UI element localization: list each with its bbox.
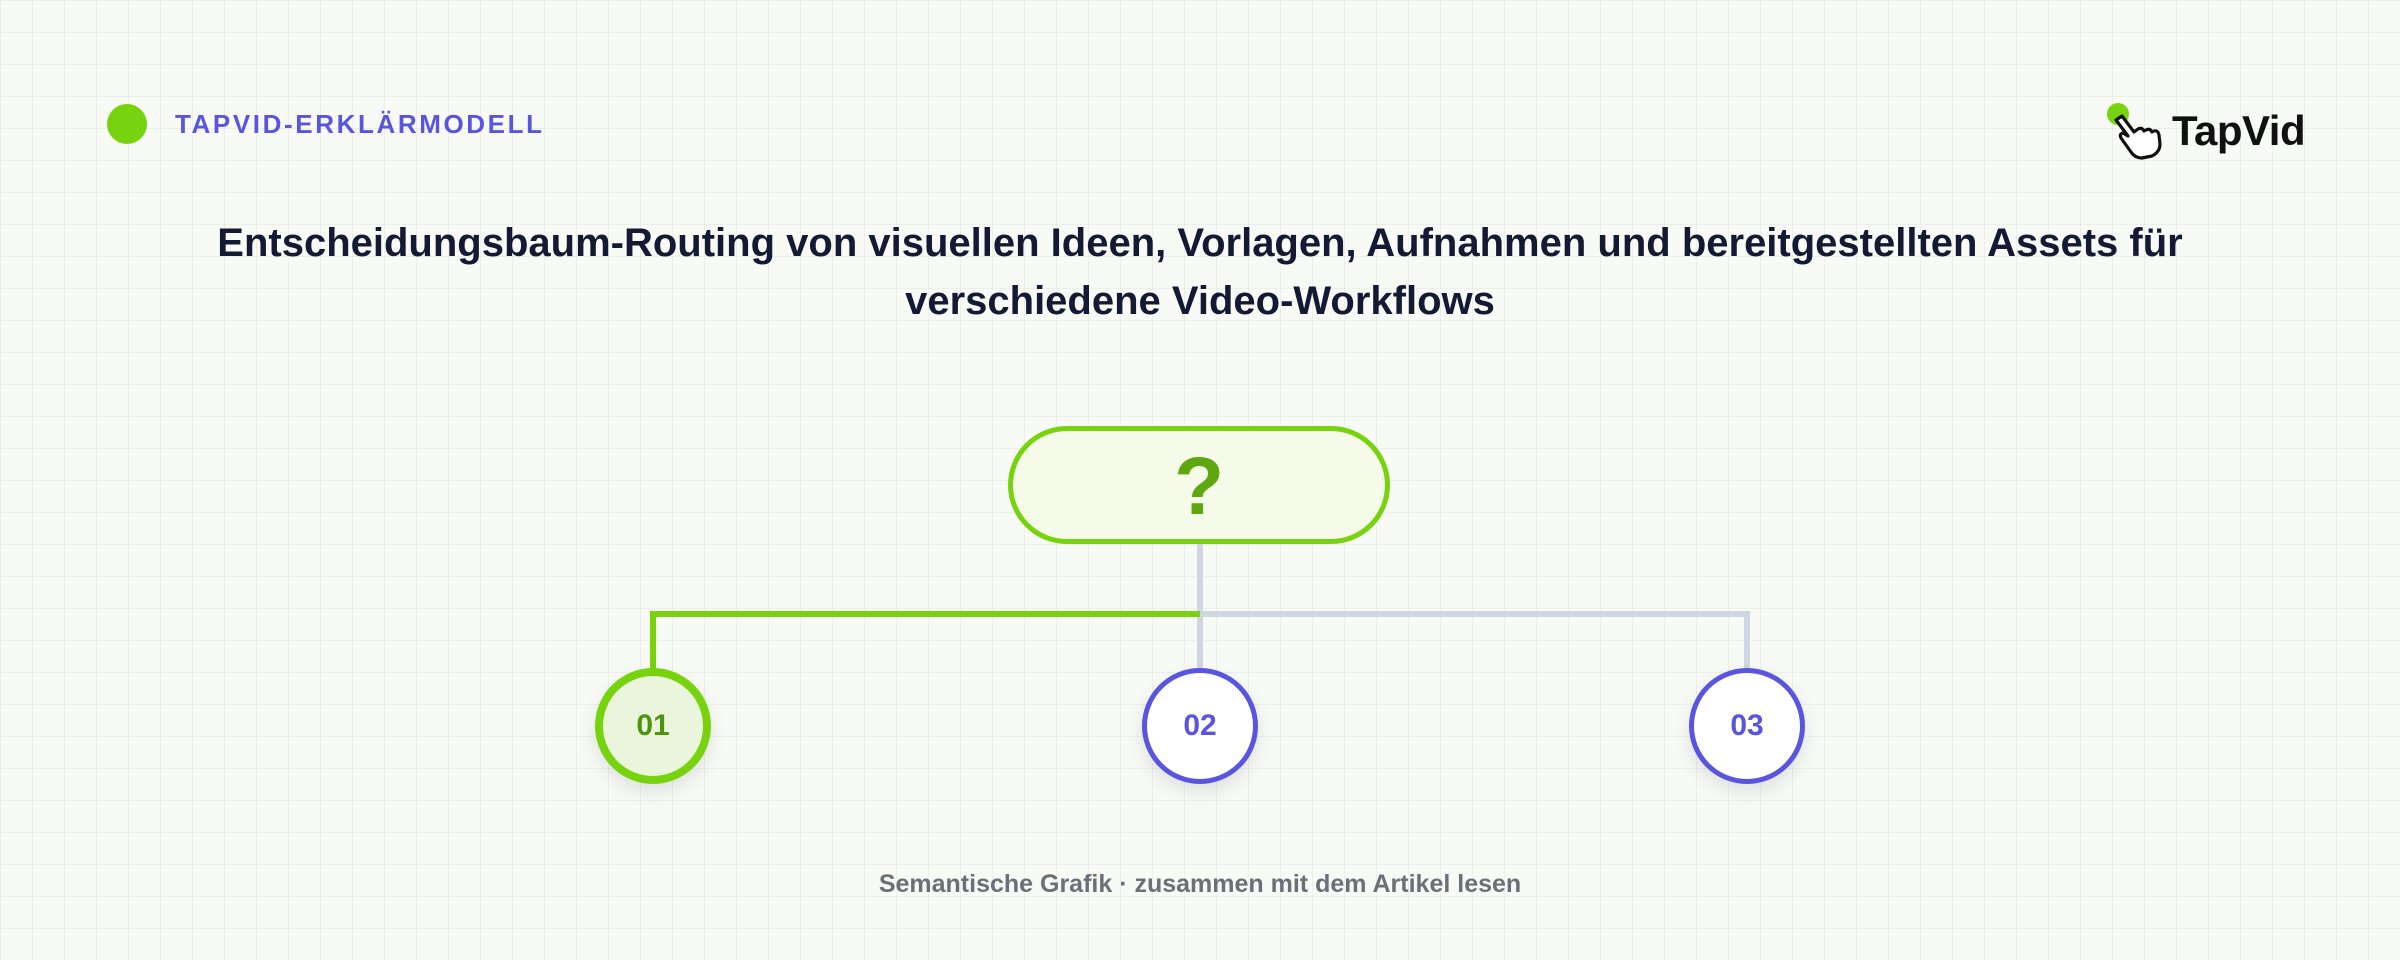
decision-root-node[interactable]: ? bbox=[1008, 426, 1390, 544]
tag-dot-icon bbox=[107, 104, 147, 144]
leaf-node-03[interactable]: 03 bbox=[1689, 668, 1805, 784]
page-title: Entscheidungsbaum-Routing von visuellen … bbox=[217, 221, 2183, 323]
active-branch-connector bbox=[650, 611, 1200, 672]
leaf-label: 03 bbox=[1730, 709, 1764, 742]
brand-logo[interactable]: TapVid bbox=[2104, 100, 2306, 162]
inactive-branch-connector bbox=[1197, 544, 1750, 670]
leaf-label: 02 bbox=[1183, 709, 1217, 742]
question-mark-icon: ? bbox=[1173, 441, 1225, 532]
header-tag-label: TAPVID-ERKLÄRMODELL bbox=[175, 108, 545, 139]
leaf-node-02[interactable]: 02 bbox=[1142, 668, 1258, 784]
leaf-label: 01 bbox=[636, 709, 670, 742]
header-tag: TAPVID-ERKLÄRMODELL bbox=[107, 104, 545, 144]
footer-caption: Semantische Grafik · zusammen mit dem Ar… bbox=[878, 870, 1522, 898]
brand-name: TapVid bbox=[2172, 107, 2306, 154]
pointing-hand-icon bbox=[2107, 103, 2162, 160]
leaf-node-01[interactable]: 01 bbox=[595, 668, 711, 784]
